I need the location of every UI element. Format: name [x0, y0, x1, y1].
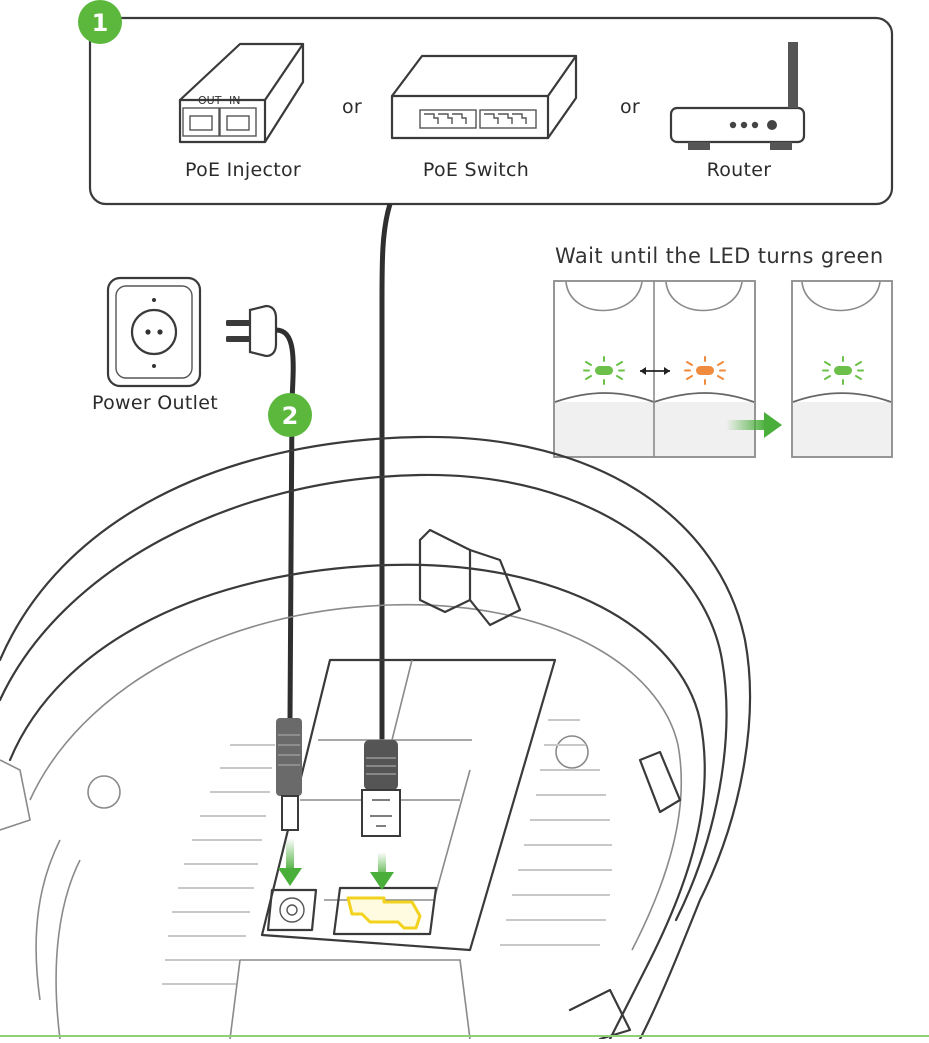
dc-power-connector: [276, 718, 302, 831]
step1-panel: 1 OUT IN PoE Injector or PoE Switch or: [78, 0, 894, 206]
bottom-accent-line: [0, 1035, 929, 1037]
insert-power-arrow-icon: [278, 838, 302, 886]
led-blinking-panel: [553, 280, 756, 458]
ethernet-cable: [379, 203, 393, 740]
router-label: Router: [707, 159, 772, 181]
led-orange-indicator: [684, 356, 726, 385]
led-green-solid-indicator: [822, 356, 864, 385]
led-solid-panel: [791, 280, 893, 458]
poe-injector-label: PoE Injector: [185, 159, 301, 181]
vent-lines-right: [500, 719, 612, 946]
step2-number: 2: [282, 402, 299, 430]
dc-power-port: [266, 888, 318, 932]
vent-lines-left: [162, 744, 275, 985]
power-outlet-icon: [106, 276, 202, 388]
alternate-arrow-icon: [640, 367, 670, 375]
or-separator-1: or: [342, 96, 362, 118]
access-point-device: [0, 435, 752, 1041]
insert-ethernet-arrow-icon: [370, 852, 394, 890]
step1-badge: [78, 0, 122, 44]
power-outlet-label: Power Outlet: [92, 392, 218, 414]
injector-in-label: IN: [229, 94, 240, 107]
injector-out-label: OUT: [198, 94, 222, 107]
power-cable: [275, 327, 296, 721]
led-green-indicator: [583, 356, 625, 385]
poe-injector-icon: OUT IN: [178, 42, 305, 144]
port-compartment: [260, 658, 557, 952]
ethernet-port: [332, 886, 438, 936]
next-state-arrow-icon: [726, 412, 782, 438]
step1-number: 1: [92, 9, 109, 37]
led-instruction-title: Wait until the LED turns green: [555, 244, 884, 268]
power-plug-icon: [226, 304, 278, 358]
router-icon: [669, 42, 806, 150]
step1-frame: [88, 16, 894, 206]
rj45-connector: [361, 740, 401, 837]
poe-switch-icon: [390, 54, 578, 140]
or-separator-2: or: [620, 96, 640, 118]
poe-switch-label: PoE Switch: [423, 159, 529, 181]
step2-badge: [268, 393, 312, 437]
